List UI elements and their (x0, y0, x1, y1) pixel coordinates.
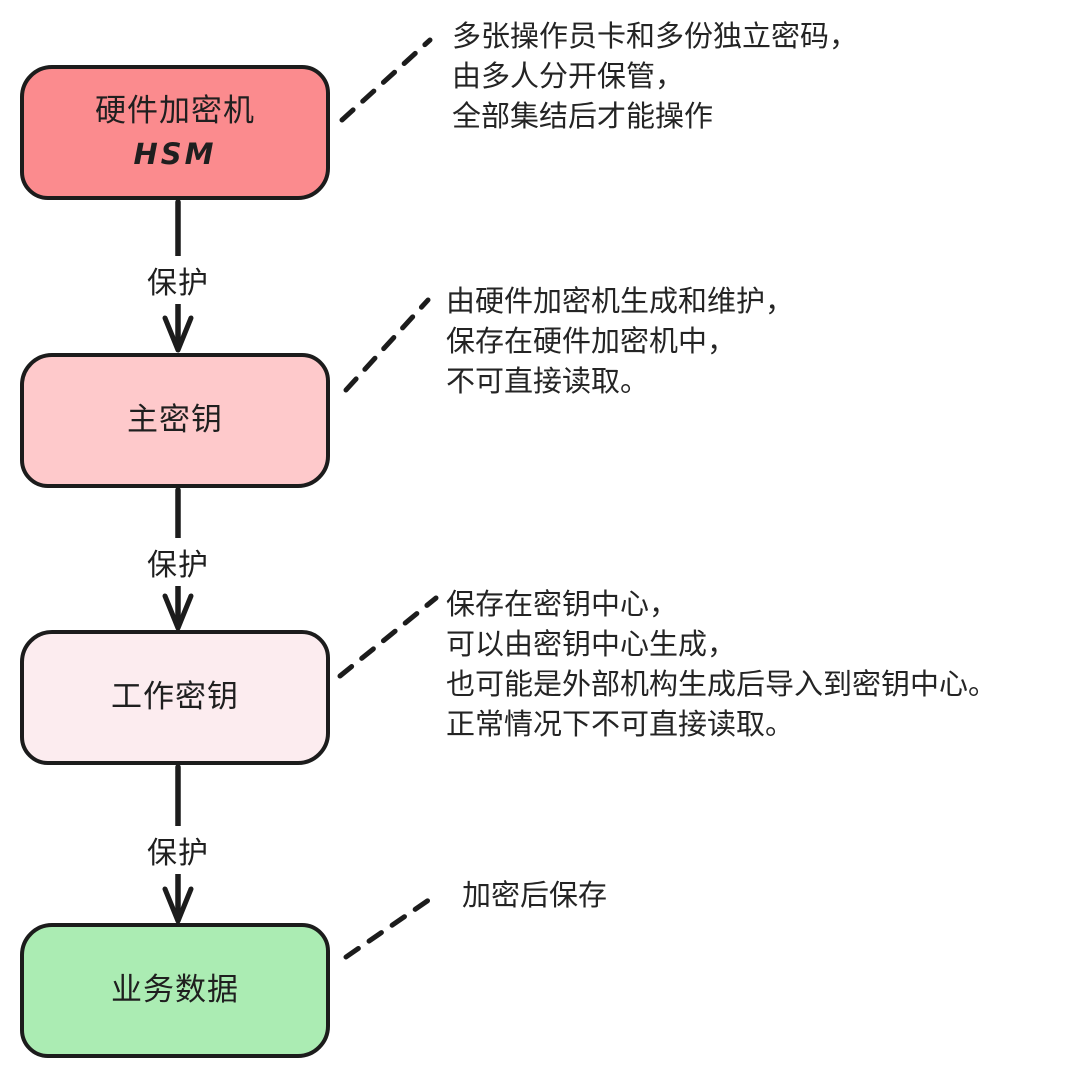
annotation-line: 不可直接读取。 (446, 364, 650, 398)
annotation-line: 保存在密钥中心， (446, 587, 679, 621)
annotation-line: 也可能是外部机构生成后导入到密钥中心。 (446, 667, 998, 701)
node-hsm-sublabel: HSM (133, 136, 217, 171)
node-master-key-label: 主密钥 (127, 401, 223, 438)
node-hsm: 硬件加密机 HSM (20, 65, 330, 200)
edge-label-protect-2: 保护 (138, 538, 218, 586)
node-working-key-label: 工作密钥 (111, 678, 239, 715)
node-business-data: 业务数据 (20, 923, 330, 1058)
node-master-key: 主密钥 (20, 353, 330, 488)
annotation-hsm: 多张操作员卡和多份独立密码， 由多人分开保管， 全部集结后才能操作 (452, 16, 858, 136)
annotation-line: 由硬件加密机生成和维护， (446, 284, 795, 318)
node-working-key: 工作密钥 (20, 630, 330, 765)
annotation-line: 保存在硬件加密机中， (446, 324, 737, 358)
node-hsm-label: 硬件加密机 (95, 93, 255, 130)
annotation-line: 全部集结后才能操作 (452, 99, 714, 133)
annotation-line: 可以由密钥中心生成， (446, 627, 737, 661)
edge-label-protect-1: 保护 (138, 256, 218, 304)
annotation-line: 多张操作员卡和多份独立密码， (452, 19, 859, 53)
annotation-line: 由多人分开保管， (452, 59, 685, 93)
node-business-data-label: 业务数据 (111, 971, 239, 1008)
dashed-connector-4 (343, 892, 439, 960)
annotation-business-data: 加密后保存 (462, 875, 607, 915)
edge-label-protect-3: 保护 (138, 826, 218, 874)
annotation-line: 加密后保存 (462, 878, 608, 912)
dashed-connector-1 (339, 37, 433, 123)
annotation-line: 正常情况下不可直接读取。 (446, 707, 795, 741)
dashed-connector-2 (343, 297, 431, 393)
annotation-master-key: 由硬件加密机生成和维护， 保存在硬件加密机中， 不可直接读取。 (446, 281, 794, 401)
dashed-connector-3 (337, 595, 439, 679)
annotation-working-key: 保存在密钥中心， 可以由密钥中心生成， 也可能是外部机构生成后导入到密钥中心。 … (446, 584, 997, 744)
